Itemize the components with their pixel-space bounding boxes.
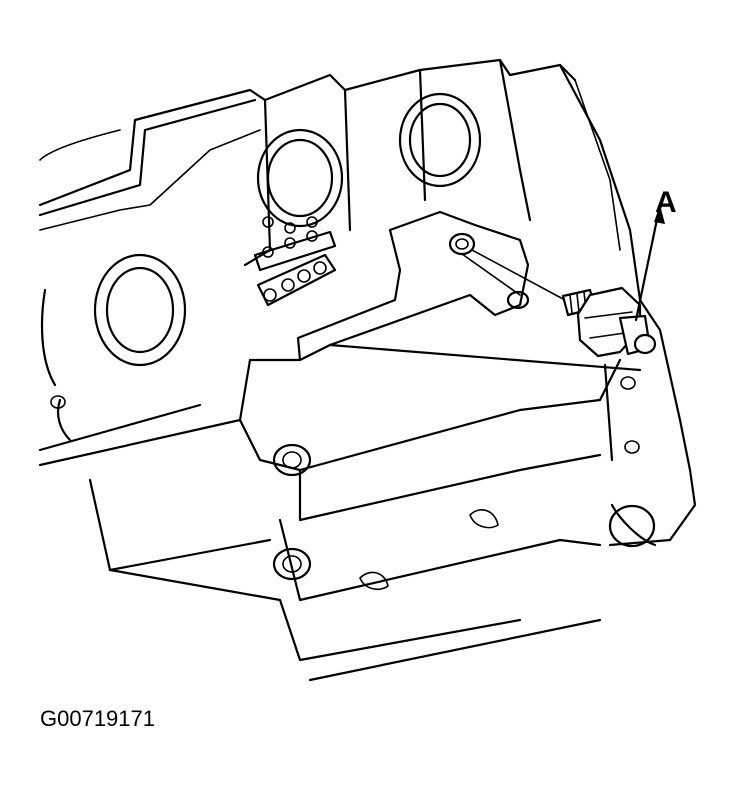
block-lower-structure <box>38 58 697 682</box>
mounting-bracket <box>296 210 530 362</box>
gallery-plate <box>253 216 337 307</box>
callout-label-a: A <box>655 186 677 219</box>
knock-sensor <box>471 203 665 358</box>
figure-id: G00719171 <box>40 706 155 731</box>
cylinder-bores <box>40 92 482 387</box>
